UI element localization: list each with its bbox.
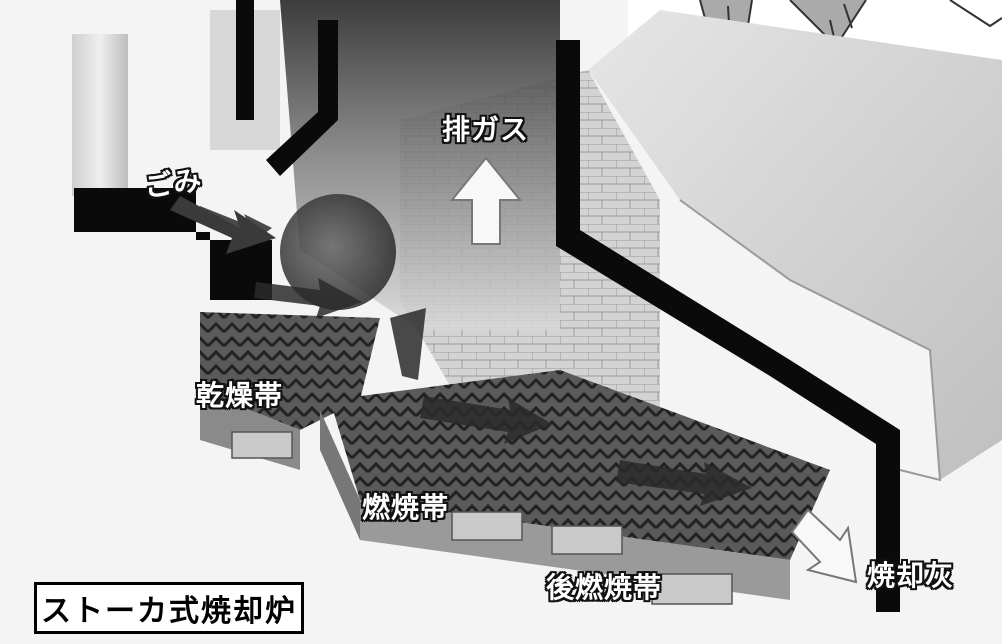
diagram-title-box: ストーカ式焼却炉 (34, 582, 304, 634)
exhaust-up-arrow-icon (449, 156, 523, 245)
drying-zone-label: 乾燥帯 (196, 379, 284, 412)
grate-supports (231, 431, 733, 605)
incineration-ash-label: 焼却灰 (867, 559, 955, 592)
furnace-wall (556, 40, 900, 612)
combustion-zone-label: 燃焼帯 (362, 491, 450, 524)
ash-chute (588, 10, 1002, 480)
diagram-title: ストーカ式焼却炉 (41, 594, 297, 629)
ash-out-arrow-icon (790, 508, 858, 584)
hopper-wall (74, 188, 272, 300)
post-combustion-zone-label: 後燃焼帯 (546, 571, 663, 604)
waste-in-arrow-icon (170, 196, 276, 254)
waste-pile (280, 194, 396, 310)
waste-input-label: ごみ (142, 163, 205, 204)
exhaust-gas-label: 排ガス (442, 113, 530, 146)
hopper-shell (72, 34, 128, 196)
